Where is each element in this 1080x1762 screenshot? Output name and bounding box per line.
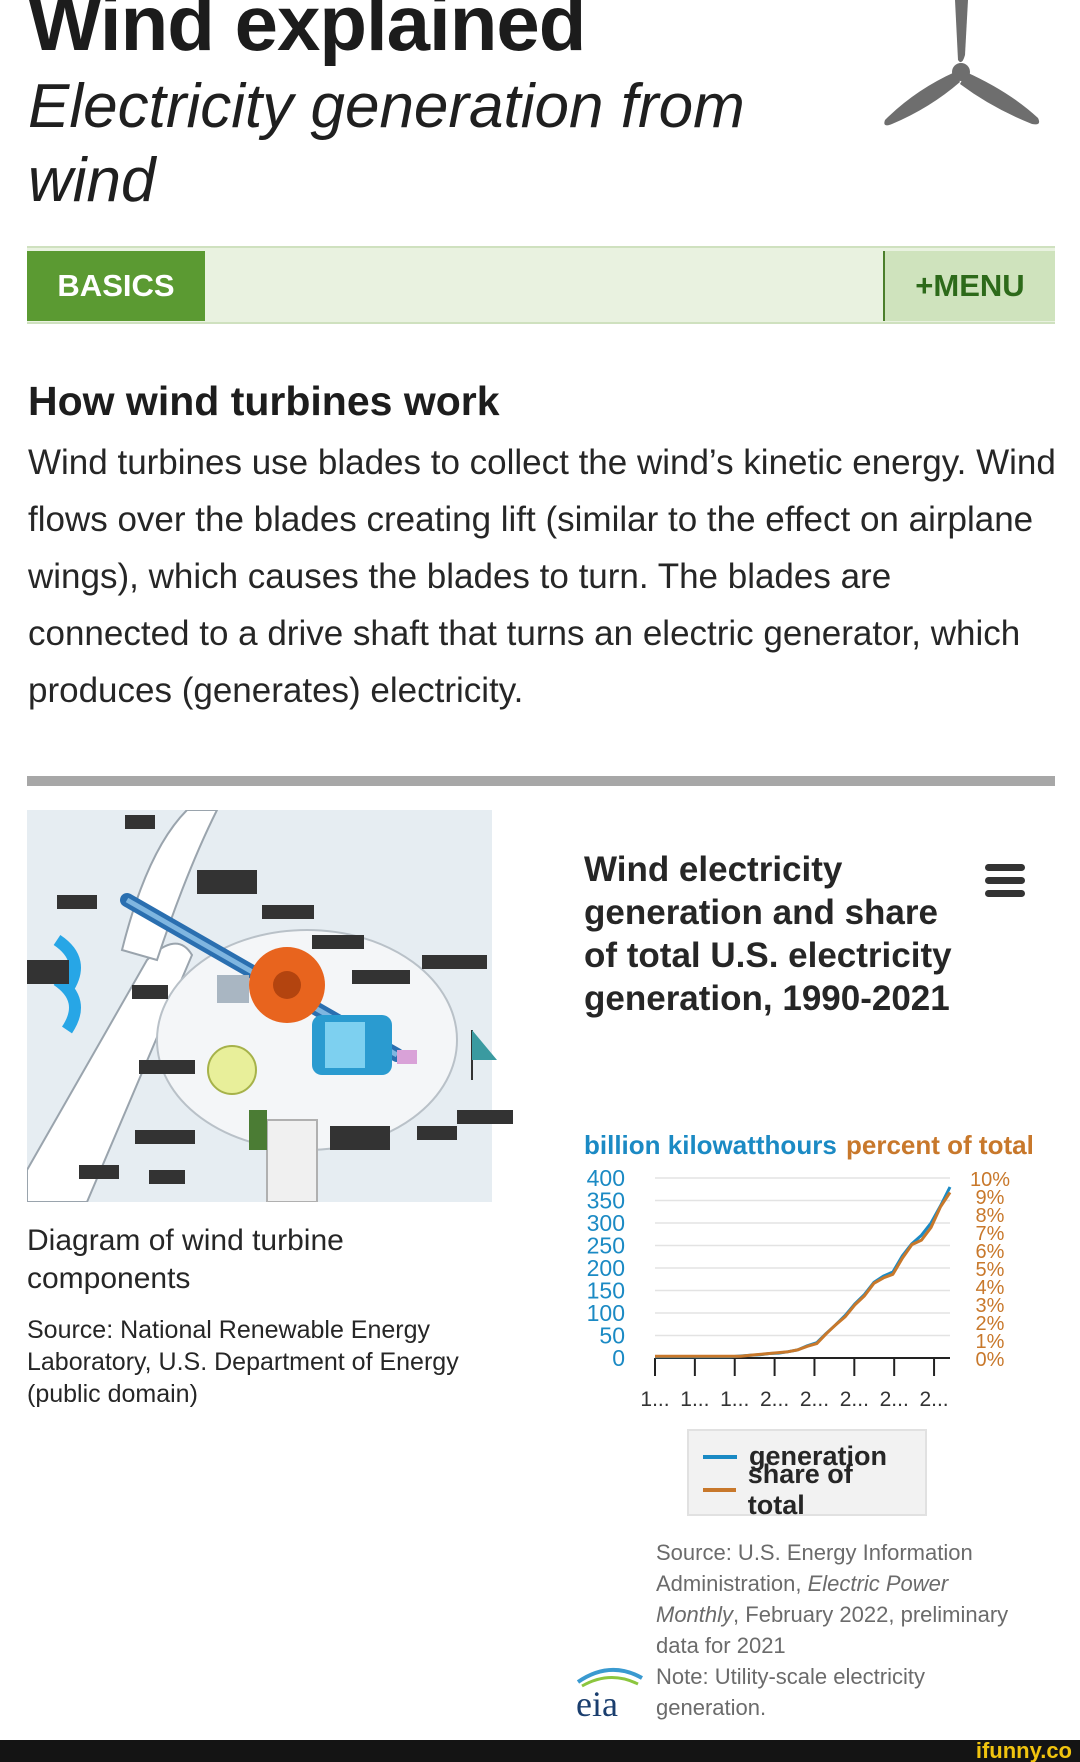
basics-tab[interactable]: BASICS bbox=[27, 251, 205, 321]
left-tick-label: 100 bbox=[587, 1300, 625, 1326]
legend-swatch-generation bbox=[703, 1454, 737, 1459]
chart-menu-icon[interactable] bbox=[985, 864, 1025, 898]
series-line-generation bbox=[655, 1186, 952, 1359]
right-tick-label: 3% bbox=[976, 1295, 1005, 1317]
left-tick-label: 0 bbox=[612, 1345, 625, 1371]
left-axis-label: billion kilowatthours bbox=[584, 1130, 837, 1160]
left-tick-label: 200 bbox=[587, 1255, 625, 1281]
left-tick-label: 150 bbox=[587, 1278, 625, 1304]
x-tick-label: 2... bbox=[919, 1388, 948, 1410]
section-heading: How wind turbines work bbox=[28, 378, 500, 424]
wind-turbine-diagram[interactable] bbox=[27, 810, 524, 1202]
chart-source-publication: Electric Power Monthly bbox=[656, 1571, 949, 1627]
x-tick-label: 1... bbox=[640, 1388, 669, 1410]
chart-note: Note: Utility-scale electricity generati… bbox=[656, 1664, 925, 1720]
legend-item-generation[interactable]: generation bbox=[703, 1440, 911, 1473]
right-tick-label: 2% bbox=[976, 1313, 1005, 1335]
chart-title: Wind electricity generation and share of… bbox=[584, 850, 952, 1018]
right-tick-label: 4% bbox=[976, 1277, 1005, 1299]
x-tick-label: 2... bbox=[760, 1388, 789, 1410]
page-title: Wind explained bbox=[28, 0, 586, 67]
right-tick-label: 6% bbox=[976, 1241, 1005, 1263]
legend-swatch-share bbox=[703, 1487, 736, 1492]
left-tick-label: 50 bbox=[599, 1323, 625, 1349]
chart-source: Source: U.S. Energy Information Administ… bbox=[656, 1537, 1016, 1661]
legend-label-share: share of total bbox=[747, 1458, 853, 1520]
left-tick-label: 300 bbox=[587, 1210, 625, 1236]
series-line-share bbox=[655, 1191, 952, 1358]
section-paragraph: Wind turbines use blades to collect the … bbox=[28, 443, 1056, 710]
right-tick-label: 0% bbox=[976, 1349, 1005, 1371]
right-tick-label: 5% bbox=[976, 1259, 1005, 1281]
right-tick-label: 9% bbox=[976, 1187, 1005, 1209]
menu-button[interactable]: +MENU bbox=[883, 251, 1055, 321]
x-tick-label: 2... bbox=[880, 1388, 909, 1410]
eia-logo: eia bbox=[576, 1667, 643, 1720]
chart-source-text-a: Source: U.S. Energy Information Administ… bbox=[656, 1540, 973, 1596]
left-tick-label: 250 bbox=[587, 1233, 625, 1259]
x-tick-label: 1... bbox=[680, 1388, 709, 1410]
diagram-caption: Diagram of wind turbine components bbox=[27, 1224, 344, 1295]
right-axis-label: percent of total bbox=[846, 1130, 1034, 1160]
legend-label-generation: generation bbox=[749, 1441, 888, 1471]
ifunny-watermark: ifunny.co bbox=[975, 1738, 1072, 1762]
x-tick-label: 1... bbox=[720, 1388, 749, 1410]
diagram-source: Source: National Renewable Energy Labora… bbox=[27, 1316, 459, 1408]
section-divider bbox=[27, 776, 1055, 786]
right-tick-label: 1% bbox=[976, 1331, 1005, 1353]
right-tick-label: 10% bbox=[970, 1170, 1010, 1191]
legend-item-share[interactable]: share of total bbox=[703, 1459, 911, 1520]
eia-logo-text: eia bbox=[576, 1684, 618, 1720]
right-tick-label: 8% bbox=[976, 1205, 1005, 1227]
chart-source-text-c: , February 2022, preliminary data for 20… bbox=[656, 1602, 1009, 1658]
section-nav-bar: BASICS +MENU bbox=[27, 246, 1055, 324]
footer-bar: ifunny.co bbox=[0, 1740, 1080, 1762]
right-tick-label: 7% bbox=[976, 1223, 1005, 1245]
x-tick-label: 2... bbox=[840, 1388, 869, 1410]
x-tick-label: 2... bbox=[800, 1388, 829, 1410]
wind-turbine-logo-icon bbox=[884, 0, 1040, 126]
chart-legend: generation share of total bbox=[687, 1429, 927, 1520]
page-subtitle: Electricity generation from wind bbox=[28, 72, 745, 215]
left-tick-label: 400 bbox=[587, 1170, 625, 1191]
left-tick-label: 350 bbox=[587, 1188, 625, 1214]
